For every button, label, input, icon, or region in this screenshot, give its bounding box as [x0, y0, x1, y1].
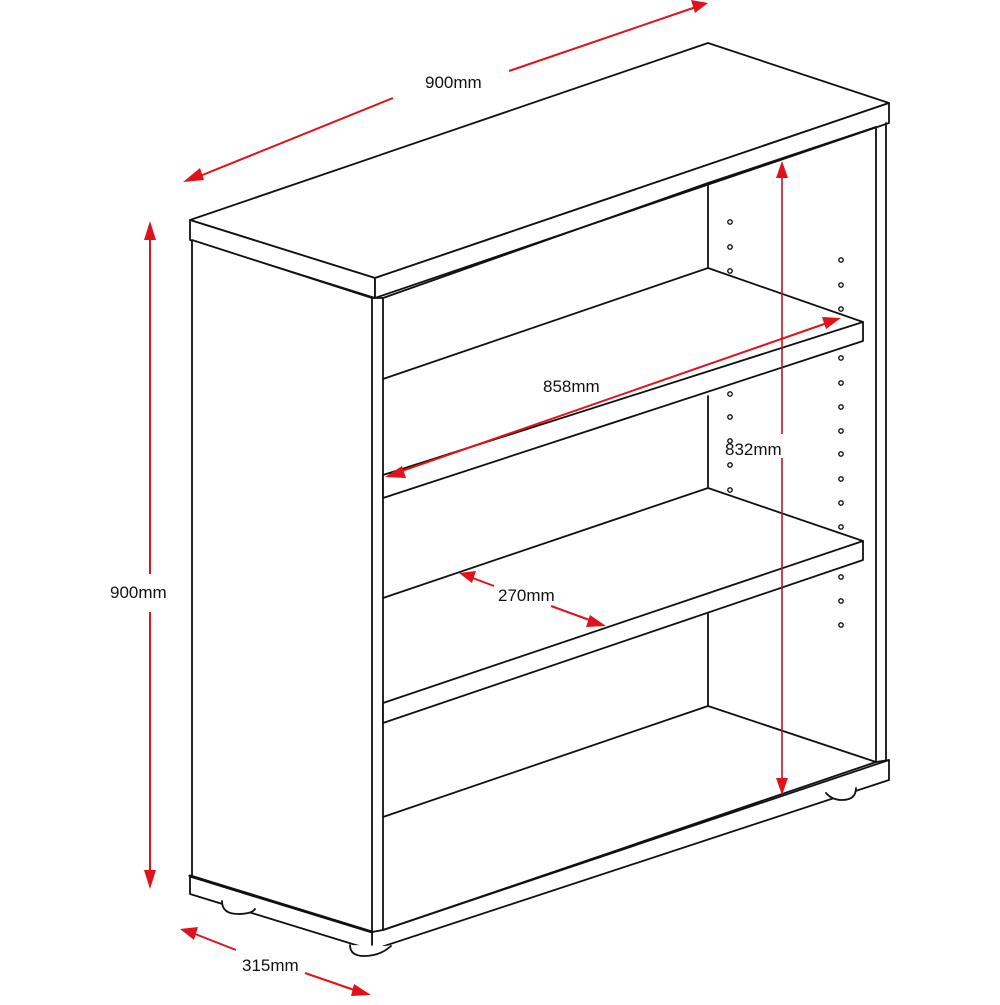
- internal-width-label: 858mm: [543, 377, 600, 396]
- right-side-panel: [875, 122, 887, 763]
- foot-back-right: [825, 787, 857, 801]
- top-panel: [189, 42, 890, 299]
- shelf-depth-label: 270mm: [498, 586, 555, 605]
- width-dimension-arrow: [183, 0, 708, 182]
- internal-height-dimension-arrow: [776, 161, 788, 795]
- foot-front-left: [221, 900, 256, 915]
- shelf-pin-holes-front: [838, 257, 844, 628]
- upper-shelf: [382, 267, 864, 499]
- back-panel-edges: [382, 126, 877, 707]
- lower-shelf: [382, 487, 864, 724]
- overall-width-label: 900mm: [425, 73, 482, 92]
- height-dimension-arrow: [144, 221, 156, 889]
- internal-width-dimension-arrow: [385, 317, 841, 478]
- overall-height-label: 900mm: [110, 583, 167, 602]
- foot-front-right: [349, 944, 392, 957]
- overall-depth-label: 315mm: [242, 956, 299, 975]
- base-panel: [188, 705, 890, 951]
- depth-dimension-arrow: [180, 927, 371, 996]
- left-side-panel: [191, 239, 384, 933]
- feet: [221, 787, 857, 957]
- shelf-pin-holes-back: [727, 219, 733, 493]
- shelf-depth-dimension-arrow: [459, 571, 606, 627]
- internal-height-label: 832mm: [725, 440, 782, 459]
